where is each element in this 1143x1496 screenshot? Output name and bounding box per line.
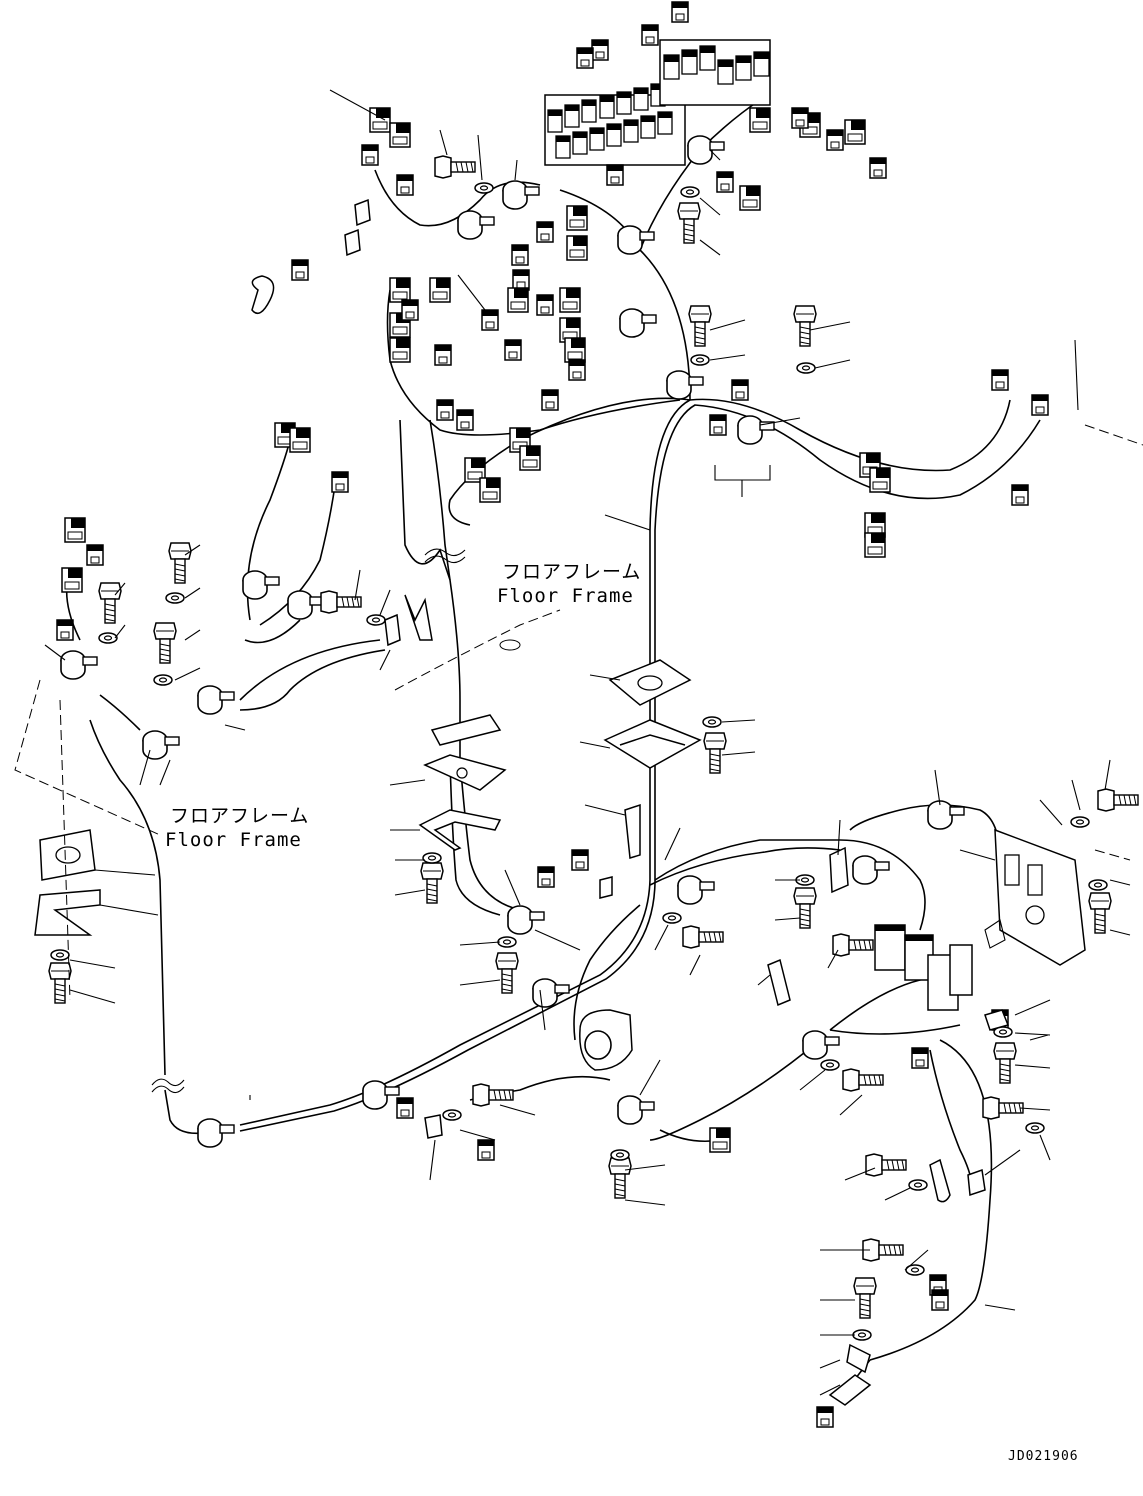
ground-terminals xyxy=(251,198,1010,1406)
drawing-code: JD021906 xyxy=(1008,1449,1079,1464)
cable-guard-grommet xyxy=(579,1009,633,1071)
relay-group-right xyxy=(874,924,973,1011)
wire-break-marks xyxy=(151,548,466,1094)
floor-frame-label-left-jp: フロアフレーム xyxy=(170,805,309,827)
floor-frame-label-right-en: Floor Frame xyxy=(497,585,634,607)
floor-frame-label-right-jp: フロアフレーム xyxy=(502,561,641,583)
floor-frame-outline xyxy=(14,424,1143,1001)
connector-group xyxy=(56,1,1049,1428)
mounting-plate-group xyxy=(34,659,849,1007)
frame-labels: フロアフレーム Floor Frame フロアフレーム Floor Frame … xyxy=(165,561,1079,1464)
relay-cluster-upper-right xyxy=(659,39,771,106)
controller-box xyxy=(984,828,1086,966)
leader-lines xyxy=(44,89,1131,1396)
fuse-relay-block-top xyxy=(544,83,686,166)
floor-frame-label-left-en: Floor Frame xyxy=(165,829,302,851)
